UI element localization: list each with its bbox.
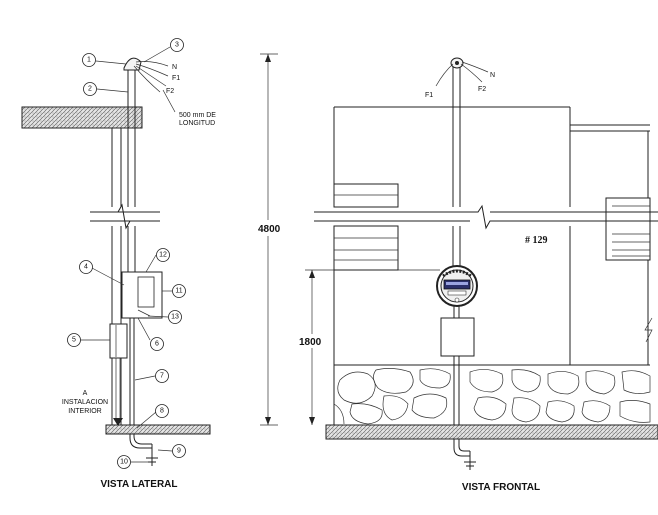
svg-text:9: 9 <box>177 448 181 455</box>
mast-conduit <box>127 68 152 449</box>
svg-text:8: 8 <box>160 408 164 415</box>
service-wires-front <box>435 61 489 87</box>
title-side-view: VISTA LATERAL <box>100 479 177 490</box>
side-leader-lines <box>80 46 176 463</box>
label-phase2-front: F2 <box>478 86 486 93</box>
callout-3: 3 <box>170 38 184 52</box>
callout-13: 13 <box>168 310 182 324</box>
stone-foundation <box>333 364 651 425</box>
callout-2: 2 <box>83 82 97 96</box>
breaker-box-front <box>440 317 475 357</box>
label-phase1-front: F1 <box>425 92 433 99</box>
callout-12: 12 <box>156 248 170 262</box>
dimension-meter-height-label: 1800 <box>299 337 322 348</box>
callout-10: 10 <box>117 455 131 469</box>
ground-electrode-side <box>146 444 158 466</box>
svg-text:6: 6 <box>155 341 159 348</box>
svg-text:12: 12 <box>159 252 167 259</box>
weatherhead <box>123 57 142 71</box>
svg-text:5: 5 <box>72 337 76 344</box>
side-view: N F1 F2 500 mm DE LONGITUD A INSTALACION… <box>21 38 216 490</box>
label-phase1-side: F1 <box>172 75 180 82</box>
svg-text:2: 2 <box>88 86 92 93</box>
label-interior-line1: A <box>83 390 88 397</box>
breaker-box-side <box>109 323 128 359</box>
dimension-total-height-label: 4800 <box>258 224 281 235</box>
label-interior-line2: INSTALACION <box>62 399 108 406</box>
svg-text:3: 3 <box>175 42 179 49</box>
dimension-total-height: 4800 <box>258 53 281 426</box>
service-wires-side <box>133 61 169 93</box>
electric-meter <box>436 265 478 307</box>
label-neutral-front: N <box>490 72 495 79</box>
mast-front <box>452 66 470 457</box>
label-neutral-side: N <box>172 64 177 71</box>
svg-text:1: 1 <box>87 57 91 64</box>
ground-slab-front <box>325 424 658 440</box>
house-number: # 129 <box>525 235 548 246</box>
callout-11: 11 <box>172 284 186 298</box>
ground-electrode-front <box>464 451 476 470</box>
callout-5: 5 <box>67 333 81 347</box>
front-view: N F1 F2 # 129 VISTA FRONTAL <box>314 57 658 493</box>
ground-slab-side <box>105 424 211 435</box>
callout-9: 9 <box>172 444 186 458</box>
callout-4: 4 <box>79 260 93 274</box>
label-length-line2: LONGITUD <box>179 120 215 127</box>
facade-mark-right <box>644 317 653 343</box>
window-right <box>605 197 651 261</box>
callout-7: 7 <box>155 369 169 383</box>
callout-6: 6 <box>150 337 164 351</box>
label-interior-line3: INTERIOR <box>68 408 101 415</box>
label-phase2-side: F2 <box>166 88 174 95</box>
callout-1: 1 <box>82 53 96 67</box>
dimension-meter-height: 1800 <box>299 269 440 425</box>
svg-text:7: 7 <box>160 373 164 380</box>
window-left <box>333 183 399 271</box>
roof-slab <box>21 106 143 129</box>
label-length-line1: 500 mm DE <box>179 112 216 119</box>
callout-8: 8 <box>155 404 169 418</box>
svg-text:11: 11 <box>175 288 182 295</box>
svg-text:10: 10 <box>120 459 128 466</box>
svg-text:4: 4 <box>84 264 88 271</box>
break-mark-side <box>90 203 160 230</box>
break-mark-front <box>314 204 658 230</box>
title-front-view: VISTA FRONTAL <box>462 482 540 493</box>
svg-text:13: 13 <box>171 314 179 321</box>
